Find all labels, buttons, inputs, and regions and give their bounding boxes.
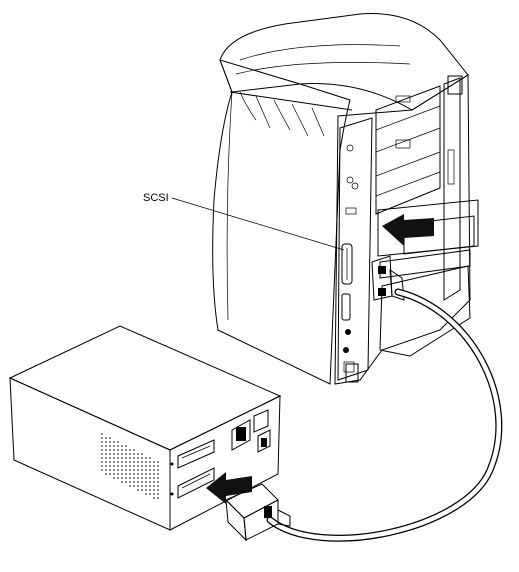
external-scsi-device-icon xyxy=(8,325,282,531)
workstation-tower xyxy=(212,13,479,385)
tower-cable-connector xyxy=(371,255,405,301)
insert-arrow-icon xyxy=(382,214,434,246)
device-insert-arrow-icon xyxy=(206,472,252,504)
scsi-label: SCSI xyxy=(143,192,169,204)
tower-scsi-port xyxy=(341,243,353,285)
scsi-leader-line xyxy=(171,197,345,251)
device-cable-connector xyxy=(225,483,291,542)
